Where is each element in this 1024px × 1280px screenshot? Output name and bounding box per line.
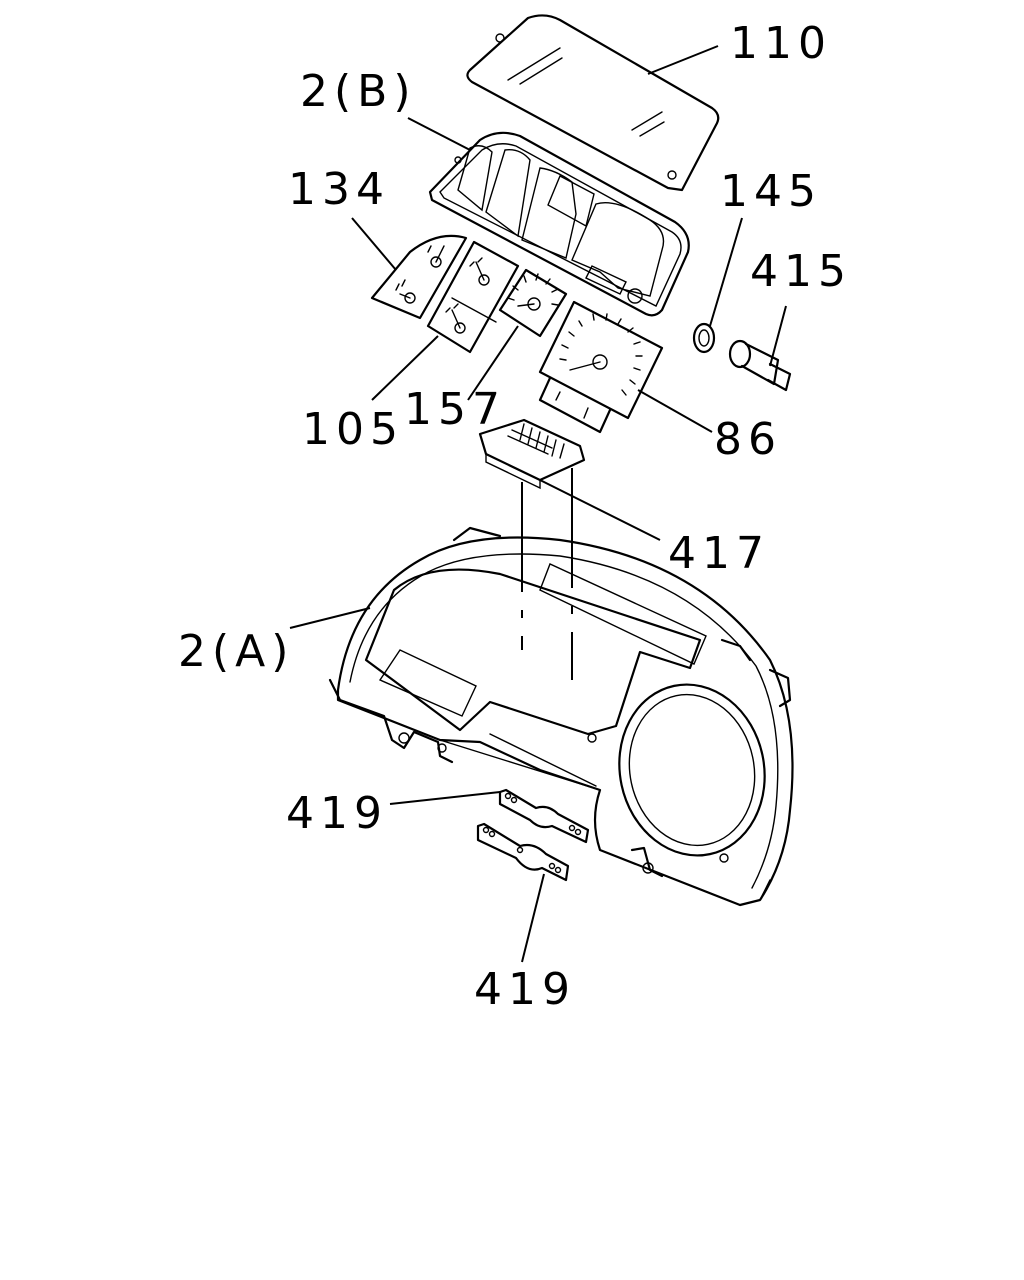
callout-2a: 2(A) — [178, 626, 294, 677]
part-105-gauge — [426, 240, 520, 354]
callout-110: 110 — [730, 18, 832, 69]
callout-415: 415 — [750, 246, 852, 297]
part-157-gauge — [498, 268, 568, 338]
callout-2b: 2(B) — [300, 66, 417, 117]
callout-419-lower: 419 — [474, 964, 576, 1015]
alignment-lines — [521, 468, 573, 680]
callout-419-upper: 419 — [286, 788, 388, 839]
callout-105: 105 — [302, 404, 404, 455]
part-419-bracket-lower — [476, 822, 570, 882]
part-145-bulb — [692, 322, 716, 354]
part-134-gauge — [370, 234, 468, 320]
part-86-speedometer — [538, 300, 664, 434]
part-417-connector — [478, 418, 586, 490]
part-419-bracket-upper — [498, 788, 590, 844]
callout-86: 86 — [714, 414, 782, 465]
part-110-lens — [466, 14, 720, 192]
callout-157: 157 — [404, 384, 506, 435]
callout-145: 145 — [720, 166, 822, 217]
part-415-socket — [728, 339, 792, 392]
part-2a-housing — [328, 526, 794, 907]
leader-lines — [289, 45, 787, 963]
callout-134: 134 — [288, 164, 390, 215]
callout-labels: 110 2(B) 134 145 415 105 157 86 417 2(A)… — [178, 18, 852, 1015]
callout-417: 417 — [668, 528, 770, 579]
part-2b-bezel — [428, 131, 690, 317]
